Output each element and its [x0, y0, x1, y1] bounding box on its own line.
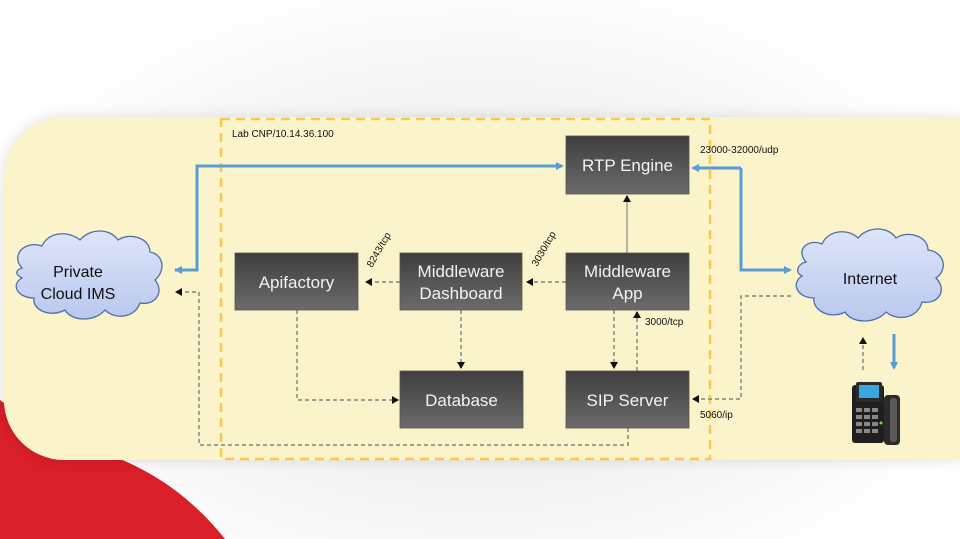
apifactory-label: Apifactory — [259, 273, 335, 292]
port-label-rtp-udp: 23000-32000/udp — [700, 145, 779, 156]
rtp-engine-label: RTP Engine — [582, 156, 673, 175]
node-rtp-engine[interactable]: RTP Engine — [565, 135, 690, 195]
port-label-apifactory-tcp: 8243/tcp — [365, 230, 394, 269]
node-apifactory[interactable]: Apifactory — [234, 252, 359, 311]
node-sip-server[interactable]: SIP Server — [565, 370, 690, 429]
port-label-dashboard-tcp: 3030/tcp — [530, 229, 559, 268]
private-cloud-label-line1: Private — [53, 264, 103, 281]
cloud-internet[interactable]: Internet — [795, 228, 944, 322]
database-label: Database — [425, 391, 498, 410]
cloud-private-ims[interactable]: Private Cloud IMS — [15, 230, 163, 320]
middleware-app-label-line2: App — [612, 284, 642, 303]
link-internet-to-sip — [692, 295, 791, 403]
lab-zone-label: Lab CNP/10.14.36.100 — [232, 129, 334, 140]
media-link-to-internet — [739, 168, 792, 274]
lab-zone-border — [219, 117, 712, 461]
sip-server-label: SIP Server — [587, 391, 669, 410]
port-label-sip-ip: 5060/ip — [700, 410, 733, 421]
node-middleware-dashboard[interactable]: Middleware Dashboard — [399, 252, 523, 311]
middleware-dashboard-label-line1: Middleware — [418, 262, 505, 281]
middleware-app-label-line1: Middleware — [584, 262, 671, 281]
internet-label: Internet — [843, 271, 898, 288]
node-database[interactable]: Database — [399, 370, 524, 429]
link-apifactory-to-database — [296, 310, 399, 404]
node-middleware-app[interactable]: Middleware App — [565, 252, 690, 311]
desk-phone-icon — [852, 382, 900, 445]
port-label-app-tcp: 3000/tcp — [645, 317, 684, 328]
middleware-dashboard-label-line2: Dashboard — [419, 284, 502, 303]
private-cloud-label-line2: Cloud IMS — [41, 286, 116, 303]
